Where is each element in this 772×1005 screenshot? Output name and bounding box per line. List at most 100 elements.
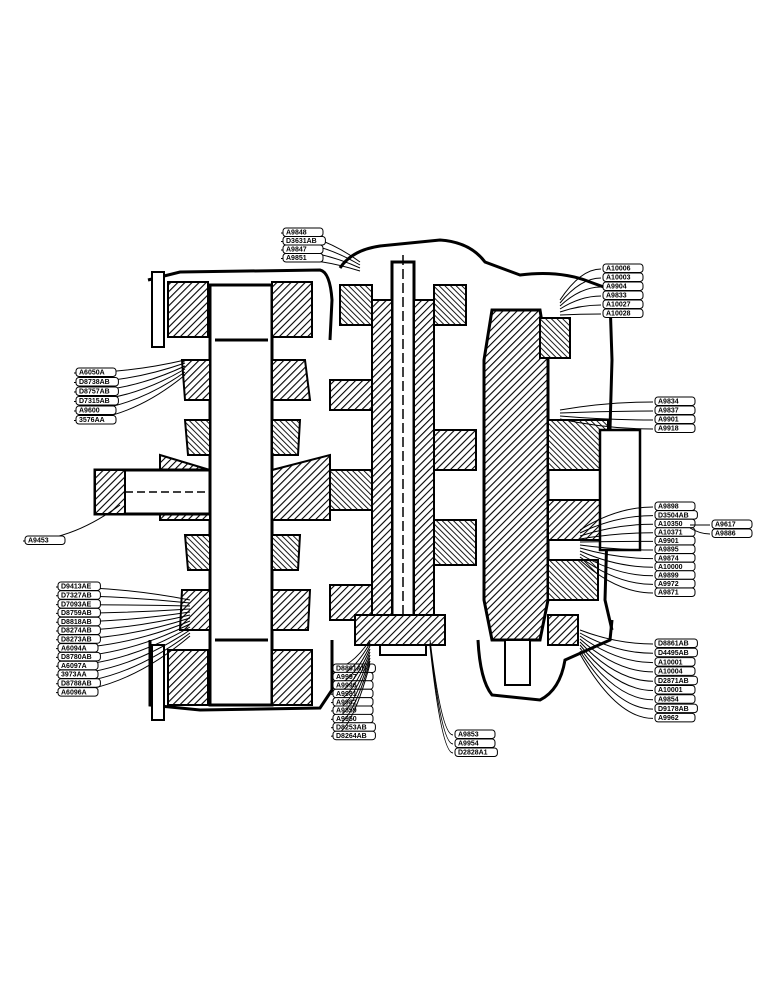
part-number-label: D7315AB xyxy=(79,398,110,405)
callout-box xyxy=(75,415,117,425)
part-number-label: D8264AB xyxy=(336,733,367,740)
callout-box xyxy=(332,730,376,741)
part-number-label: 3973AA xyxy=(61,672,87,679)
center-shaft xyxy=(329,255,477,656)
callout-box xyxy=(654,587,696,597)
housing-bottom-right xyxy=(476,619,614,702)
callout-labels: A9848D3631ABA9847A9851A10006A10003A9904A… xyxy=(22,227,753,757)
part-number-label: A9904 xyxy=(606,284,627,291)
callout-box xyxy=(75,386,119,396)
left-upper-bearing-right xyxy=(271,281,313,338)
part-number-label: A10027 xyxy=(606,302,631,309)
leader-line xyxy=(559,295,602,310)
part-number-label: D8788AB xyxy=(61,681,92,688)
leader-line xyxy=(559,313,602,316)
part-number-label: A9854 xyxy=(658,697,679,704)
callout-box xyxy=(602,308,644,318)
callout-box xyxy=(654,675,698,686)
leader-line xyxy=(579,635,654,664)
callout-box xyxy=(24,535,66,545)
leader-line xyxy=(579,515,654,534)
leader-line xyxy=(559,410,654,414)
part-number-label: A9895 xyxy=(658,547,679,554)
part-number-label: A9954 xyxy=(458,741,479,748)
left-bolt-bottom xyxy=(151,644,165,721)
part-number-label: A6094A xyxy=(61,645,87,652)
part-number-label: D3504AB xyxy=(658,512,689,519)
callout-box xyxy=(654,657,696,667)
housing-top-dome xyxy=(338,238,613,292)
part-number-label: A10003 xyxy=(606,275,631,282)
part-number-label: D7093AE xyxy=(61,601,92,608)
part-number-label: A9950 xyxy=(336,716,357,723)
left-upper-bearing xyxy=(167,281,209,338)
part-number-label: D8274AB xyxy=(61,628,92,635)
part-number-label: D2828A1 xyxy=(458,750,488,757)
right-shaft xyxy=(482,308,642,686)
part-number-label: A9453 xyxy=(28,538,49,545)
part-number-label: A9898 xyxy=(658,504,679,511)
leader-line xyxy=(559,418,654,430)
leader-line xyxy=(579,647,654,701)
part-number-label: D3631AB xyxy=(286,238,317,245)
part-number-label: D8861AB xyxy=(658,641,689,648)
leader-line xyxy=(579,544,654,551)
part-number-label: A9859 xyxy=(336,708,357,715)
callout-box xyxy=(57,687,99,697)
leader-line xyxy=(579,550,654,568)
left-lower-bearing-right xyxy=(271,649,313,706)
part-number-label: A6097A xyxy=(61,663,87,670)
housing-left-top xyxy=(147,268,334,341)
callout-box xyxy=(654,685,696,695)
part-number-label: A10028 xyxy=(606,311,631,318)
part-number-label: A9901 xyxy=(658,538,679,545)
part-number-label: A9833 xyxy=(606,293,627,300)
part-number-label: D8757AB xyxy=(79,389,110,396)
part-number-label: A9996 xyxy=(336,683,357,690)
leader-line xyxy=(579,506,654,531)
leader-line xyxy=(429,642,454,745)
leader-line xyxy=(689,527,711,535)
leader-line xyxy=(559,286,602,307)
part-number-label: D8780AB xyxy=(61,654,92,661)
housing-bottom-left xyxy=(148,640,334,712)
part-number-label: A9899 xyxy=(658,573,679,580)
callout-box xyxy=(282,253,324,263)
part-number-label: A6050A xyxy=(79,370,105,377)
leader-line xyxy=(579,632,654,654)
part-number-label: A9848 xyxy=(286,230,307,237)
part-number-label: D8861AB xyxy=(336,666,367,673)
left-bolt-top xyxy=(151,271,165,348)
leader-line xyxy=(559,277,602,304)
part-number-label: D8253AB xyxy=(336,725,367,732)
part-number-label: A9997 xyxy=(336,674,357,681)
part-number-label: A9851 xyxy=(286,255,307,262)
leader-line xyxy=(579,540,654,543)
part-number-label: D2871AB xyxy=(658,678,689,685)
callout-box xyxy=(654,694,696,704)
part-number-label: A10000 xyxy=(658,564,683,571)
input-shaft xyxy=(93,468,212,516)
callout-box xyxy=(75,396,119,406)
leader-line xyxy=(559,268,602,301)
part-number-label: A9874 xyxy=(658,555,679,562)
part-number-label: A9886 xyxy=(715,531,736,538)
right-shaft-body xyxy=(482,308,550,642)
part-number-label: A9901 xyxy=(658,417,679,424)
part-number-label: D9178AB xyxy=(658,706,689,713)
part-number-label: D8759AB xyxy=(61,610,92,617)
leader-line xyxy=(579,641,654,682)
part-number-label: A9617 xyxy=(715,522,736,529)
part-number-label: A9871 xyxy=(658,590,679,597)
part-number-label: A9853 xyxy=(458,732,479,739)
part-number-label: A10371 xyxy=(658,530,683,537)
leader-line xyxy=(559,304,602,313)
part-number-label: A6096A xyxy=(61,689,87,696)
leader-line xyxy=(559,415,654,421)
part-number-label: A9847 xyxy=(286,247,307,254)
part-number-label: A10001 xyxy=(658,659,683,666)
leader-line xyxy=(579,547,654,560)
left-lower-bearing xyxy=(167,649,209,706)
leader-line xyxy=(579,532,654,540)
